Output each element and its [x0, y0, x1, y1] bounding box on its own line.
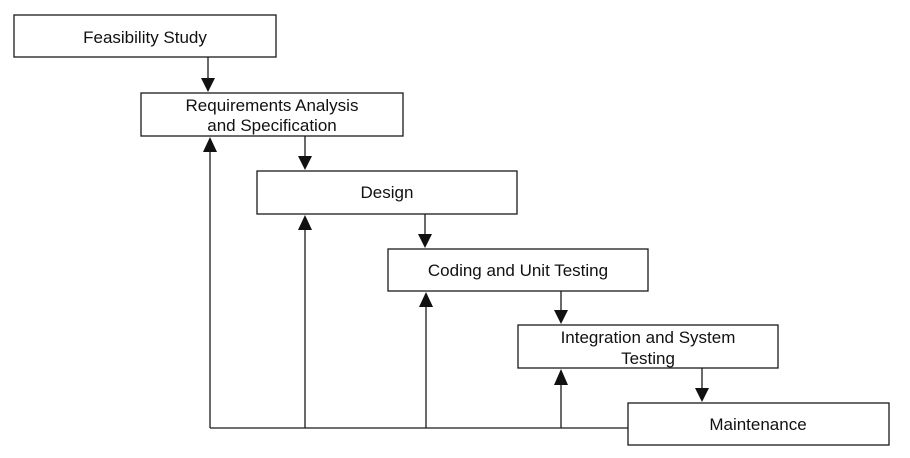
stage-label: Maintenance [709, 415, 806, 434]
stage-maintenance: Maintenance [627, 402, 890, 446]
stage-requirements-analysis: Requirements Analysis and Specification [140, 92, 404, 137]
stage-label: and Specification [207, 116, 336, 135]
stage-label: Design [361, 183, 414, 202]
feedback-arrow-maintenance-integration [554, 369, 568, 428]
stage-label: Requirements Analysis [186, 96, 359, 115]
forward-arrow-coding-integration [554, 291, 568, 324]
stage-design: Design [256, 170, 518, 215]
stage-label: Integration and System [561, 328, 736, 347]
stage-label: Testing [621, 349, 675, 368]
forward-arrow-integration-maintenance [695, 368, 709, 402]
feedback-arrow-maintenance-requirements [203, 137, 217, 428]
forward-arrow-design-coding [418, 214, 432, 248]
feedback-arrow-maintenance-design [298, 215, 312, 428]
stage-label: Feasibility Study [83, 28, 207, 47]
stage-coding-unit-testing: Coding and Unit Testing [387, 248, 649, 292]
forward-arrow-feasibility-requirements [201, 57, 215, 92]
stage-feasibility-study: Feasibility Study [13, 14, 277, 58]
stage-integration-system-testing: Integration and System Testing [517, 324, 779, 369]
stage-label: Coding and Unit Testing [428, 261, 608, 280]
forward-arrow-requirements-design [298, 136, 312, 170]
feedback-arrow-maintenance-coding [419, 292, 433, 428]
